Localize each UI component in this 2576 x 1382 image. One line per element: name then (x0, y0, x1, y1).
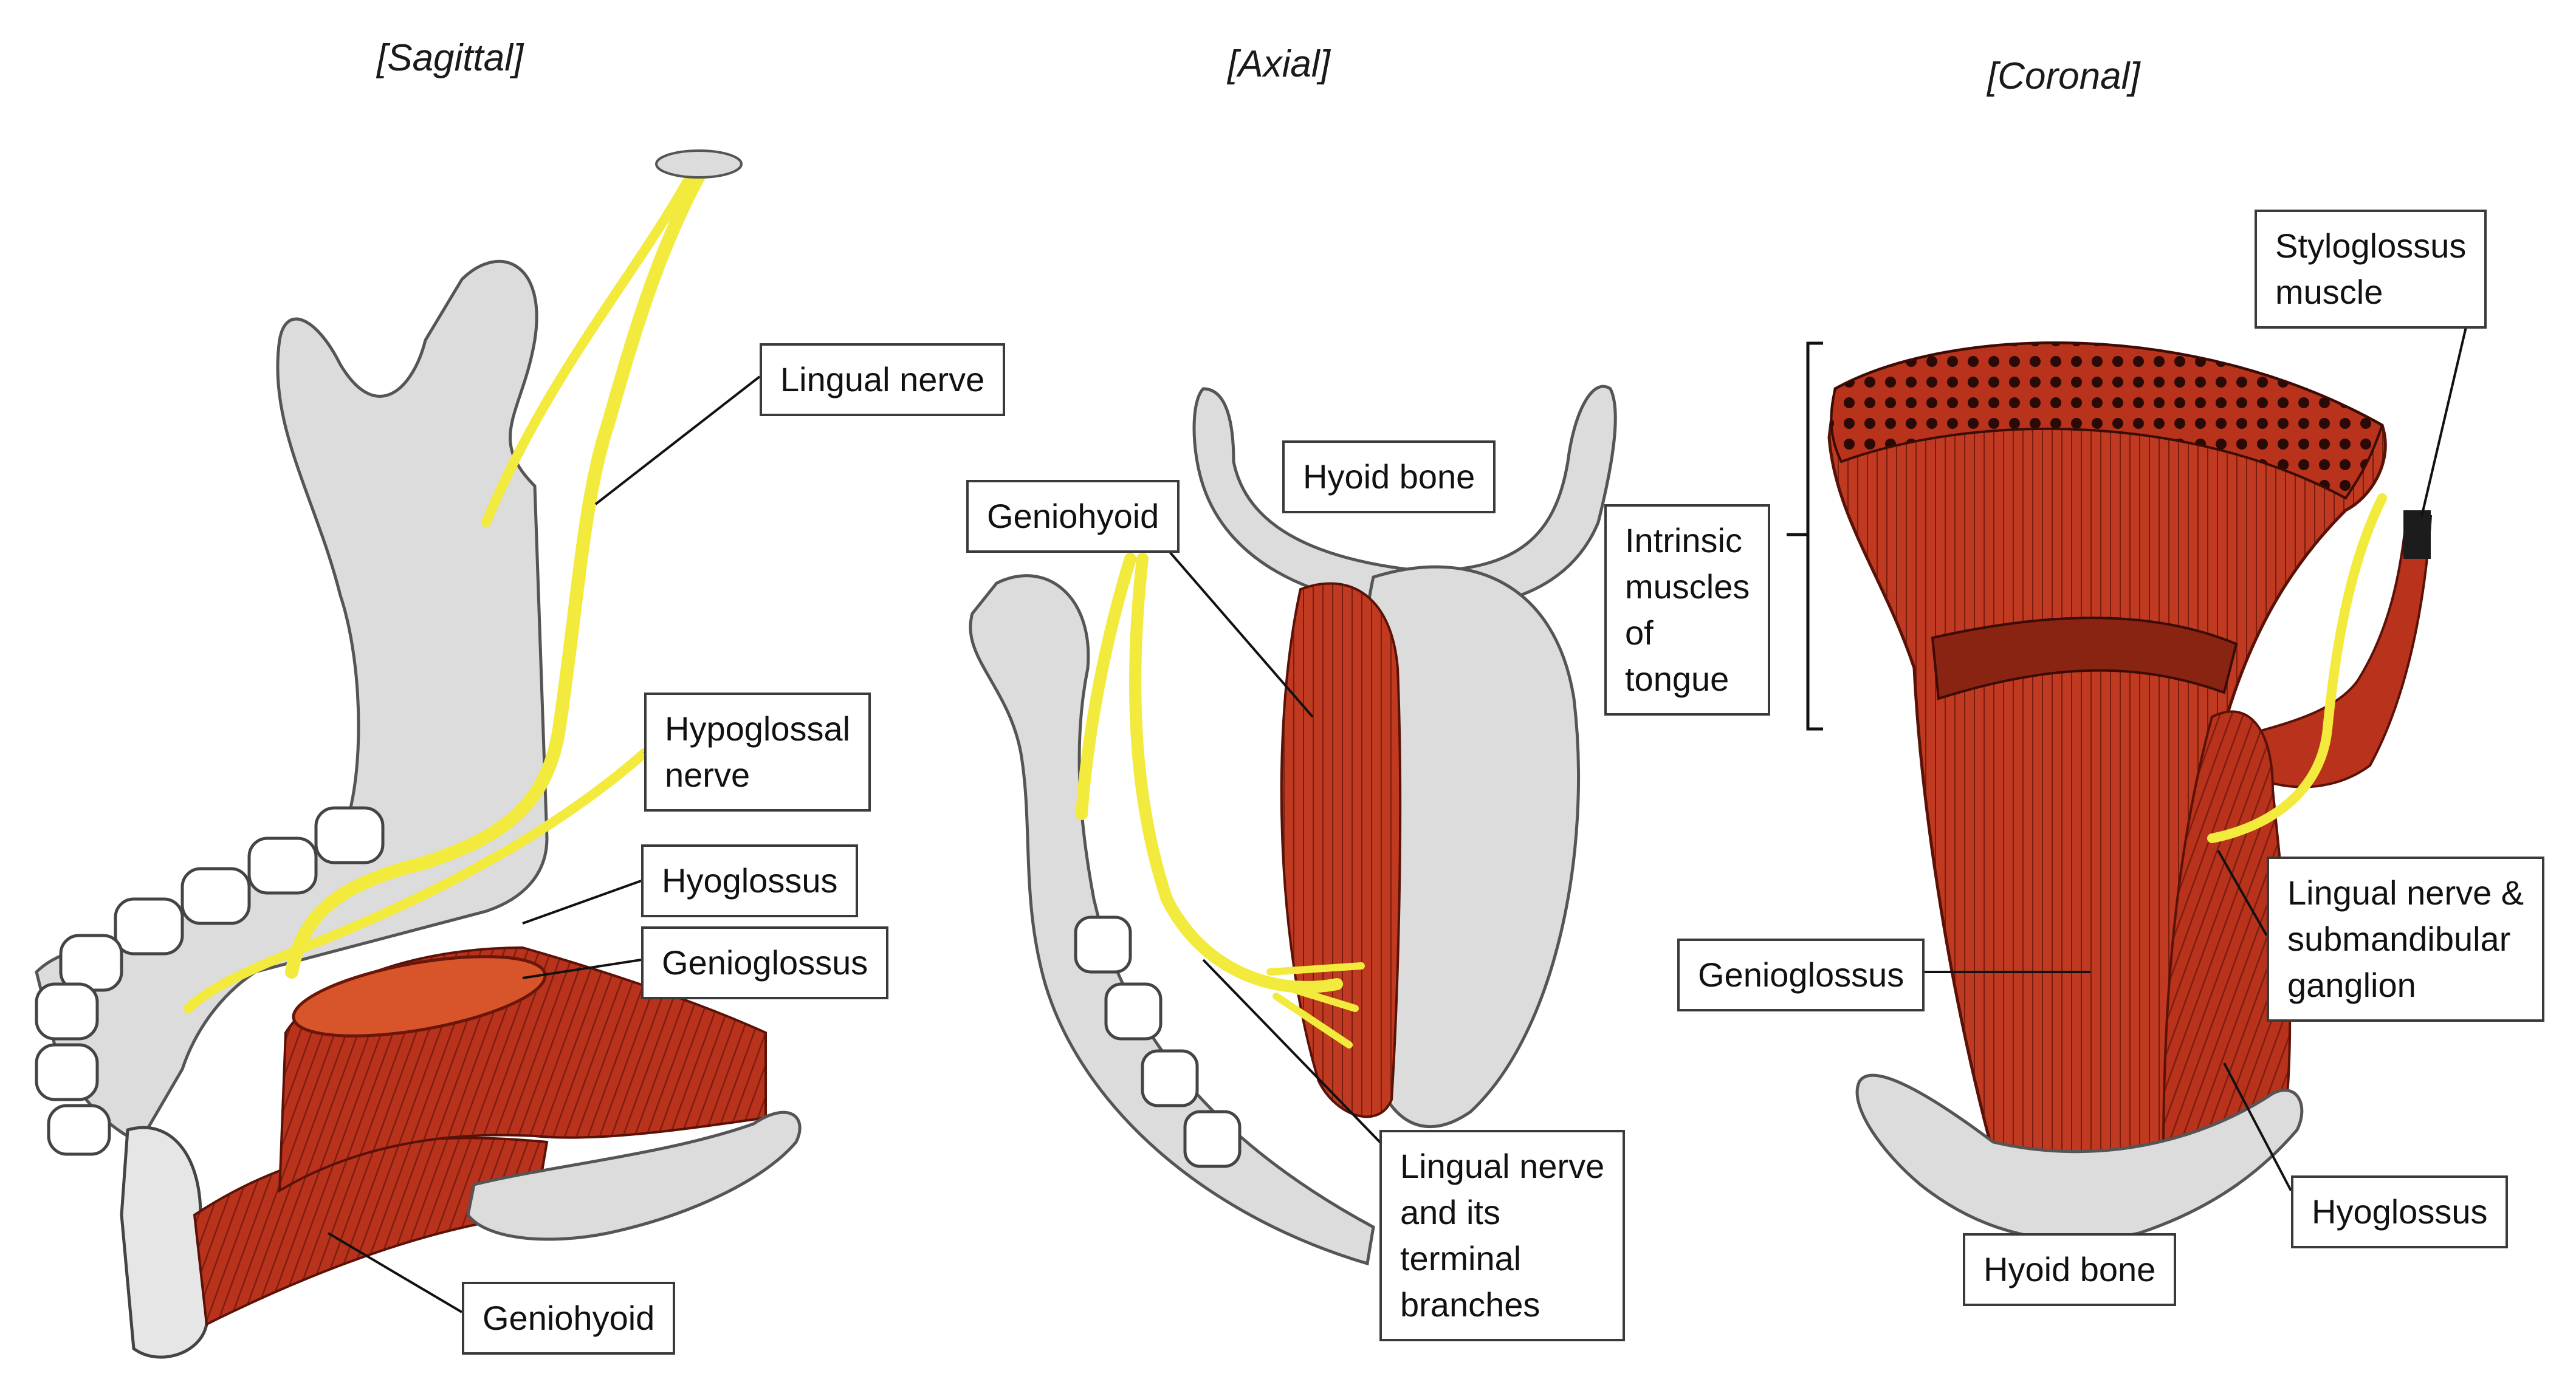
label-line: Hyoglossus (662, 861, 838, 900)
coronal-lingual-nerve (2207, 493, 2387, 843)
coronal-lingual-nerve-ganglion-label: Lingual nerve & submandibular ganglion (2267, 857, 2545, 1022)
coronal-transverse-fibers (1830, 341, 2384, 500)
coronal-styloglossus-label: Styloglossus muscle (2255, 210, 2487, 329)
label-line: submandibular (2287, 920, 2511, 958)
axial-view-title: [Axial] (1228, 43, 1330, 85)
label-line: Hyoid bone (1303, 457, 1475, 496)
coronal-hyoid-bone-label: Hyoid bone (1963, 1233, 2177, 1306)
coronal-view-title: [Coronal] (1987, 55, 2140, 97)
label-line: Intrinsic (1625, 521, 1742, 559)
coronal-styloglossus-tip (2403, 510, 2431, 559)
sagittal-lingual-nerve-label: Lingual nerve (760, 343, 1006, 416)
label-line: Geniohyoid (987, 497, 1159, 535)
sagittal-hypoglossal-nerve-label: Hypoglossal nerve (644, 693, 871, 812)
sagittal-hyoid-bone (466, 1110, 802, 1241)
axial-geniohyoid-label: Geniohyoid (966, 480, 1180, 553)
sagittal-genioglossus-label: Genioglossus (641, 926, 889, 999)
label-line: muscles (1625, 567, 1750, 606)
label-line: ganglion (2287, 966, 2416, 1004)
label-line: tongue (1625, 660, 1729, 698)
axial-lingual-nerve-branches-label: Lingual nerve and its terminal branches (1379, 1130, 1626, 1341)
coronal-hyoid-bone (1855, 1073, 2304, 1242)
label-line: nerve (665, 756, 750, 794)
label-line: Lingual nerve & (2287, 874, 2524, 912)
sagittal-hypoglossal-nerve (184, 748, 649, 1013)
label-line: and its (1400, 1193, 1500, 1231)
label-line: Lingual nerve (1400, 1147, 1605, 1185)
coronal-view (1787, 321, 2468, 1242)
axial-view (969, 385, 1617, 1266)
coronal-intrinsic-bracket (1787, 341, 1823, 731)
sagittal-nerves (184, 149, 743, 1013)
label-line: Hyoglossus (2312, 1192, 2488, 1231)
sagittal-nerve-origin (655, 149, 743, 179)
coronal-intrinsic-muscles-label: Intrinsic muscles of tongue (1604, 504, 1771, 716)
coronal-hyoglossus-label: Hyoglossus (2291, 1175, 2509, 1248)
label-line: Hypoglossal (665, 710, 851, 748)
axial-mandible-bone (969, 574, 1375, 1266)
label-line: Geniohyoid (483, 1299, 655, 1337)
sagittal-teeth (35, 806, 385, 1156)
coronal-leader-lines (1908, 321, 2468, 1191)
label-line: Genioglossus (662, 943, 868, 982)
label-line: Genioglossus (1698, 956, 1905, 994)
label-line: terminal (1400, 1239, 1522, 1278)
axial-lingual-nerve (1076, 553, 1365, 1048)
axial-leader-lines (1153, 533, 1393, 1155)
sagittal-mandible-symphysis (120, 1126, 208, 1359)
axial-hyoid-bone-label: Hyoid bone (1282, 440, 1496, 513)
sagittal-view (35, 149, 802, 1359)
sagittal-view-title: [Sagittal] (377, 37, 524, 79)
coronal-horizontal-band (1931, 617, 2238, 700)
label-line: branches (1400, 1285, 1540, 1324)
axial-hyoid-bone (1192, 385, 1617, 611)
sagittal-lingual-nerve-branch (481, 177, 692, 527)
sagittal-hyoglossus-label: Hyoglossus (641, 844, 859, 917)
label-line: Styloglossus (2275, 227, 2467, 265)
coronal-genioglossus-label: Genioglossus (1677, 939, 1925, 1011)
label-line: Hyoid bone (1984, 1250, 2156, 1288)
axial-teeth (1074, 915, 1242, 1168)
label-line: of (1625, 614, 1654, 652)
label-line: Lingual nerve (780, 360, 985, 399)
label-line: muscle (2275, 273, 2383, 311)
sagittal-geniohyoid-label: Geniohyoid (462, 1282, 676, 1355)
sagittal-leader-lines (327, 375, 761, 1313)
sagittal-lingual-nerve (285, 169, 706, 979)
